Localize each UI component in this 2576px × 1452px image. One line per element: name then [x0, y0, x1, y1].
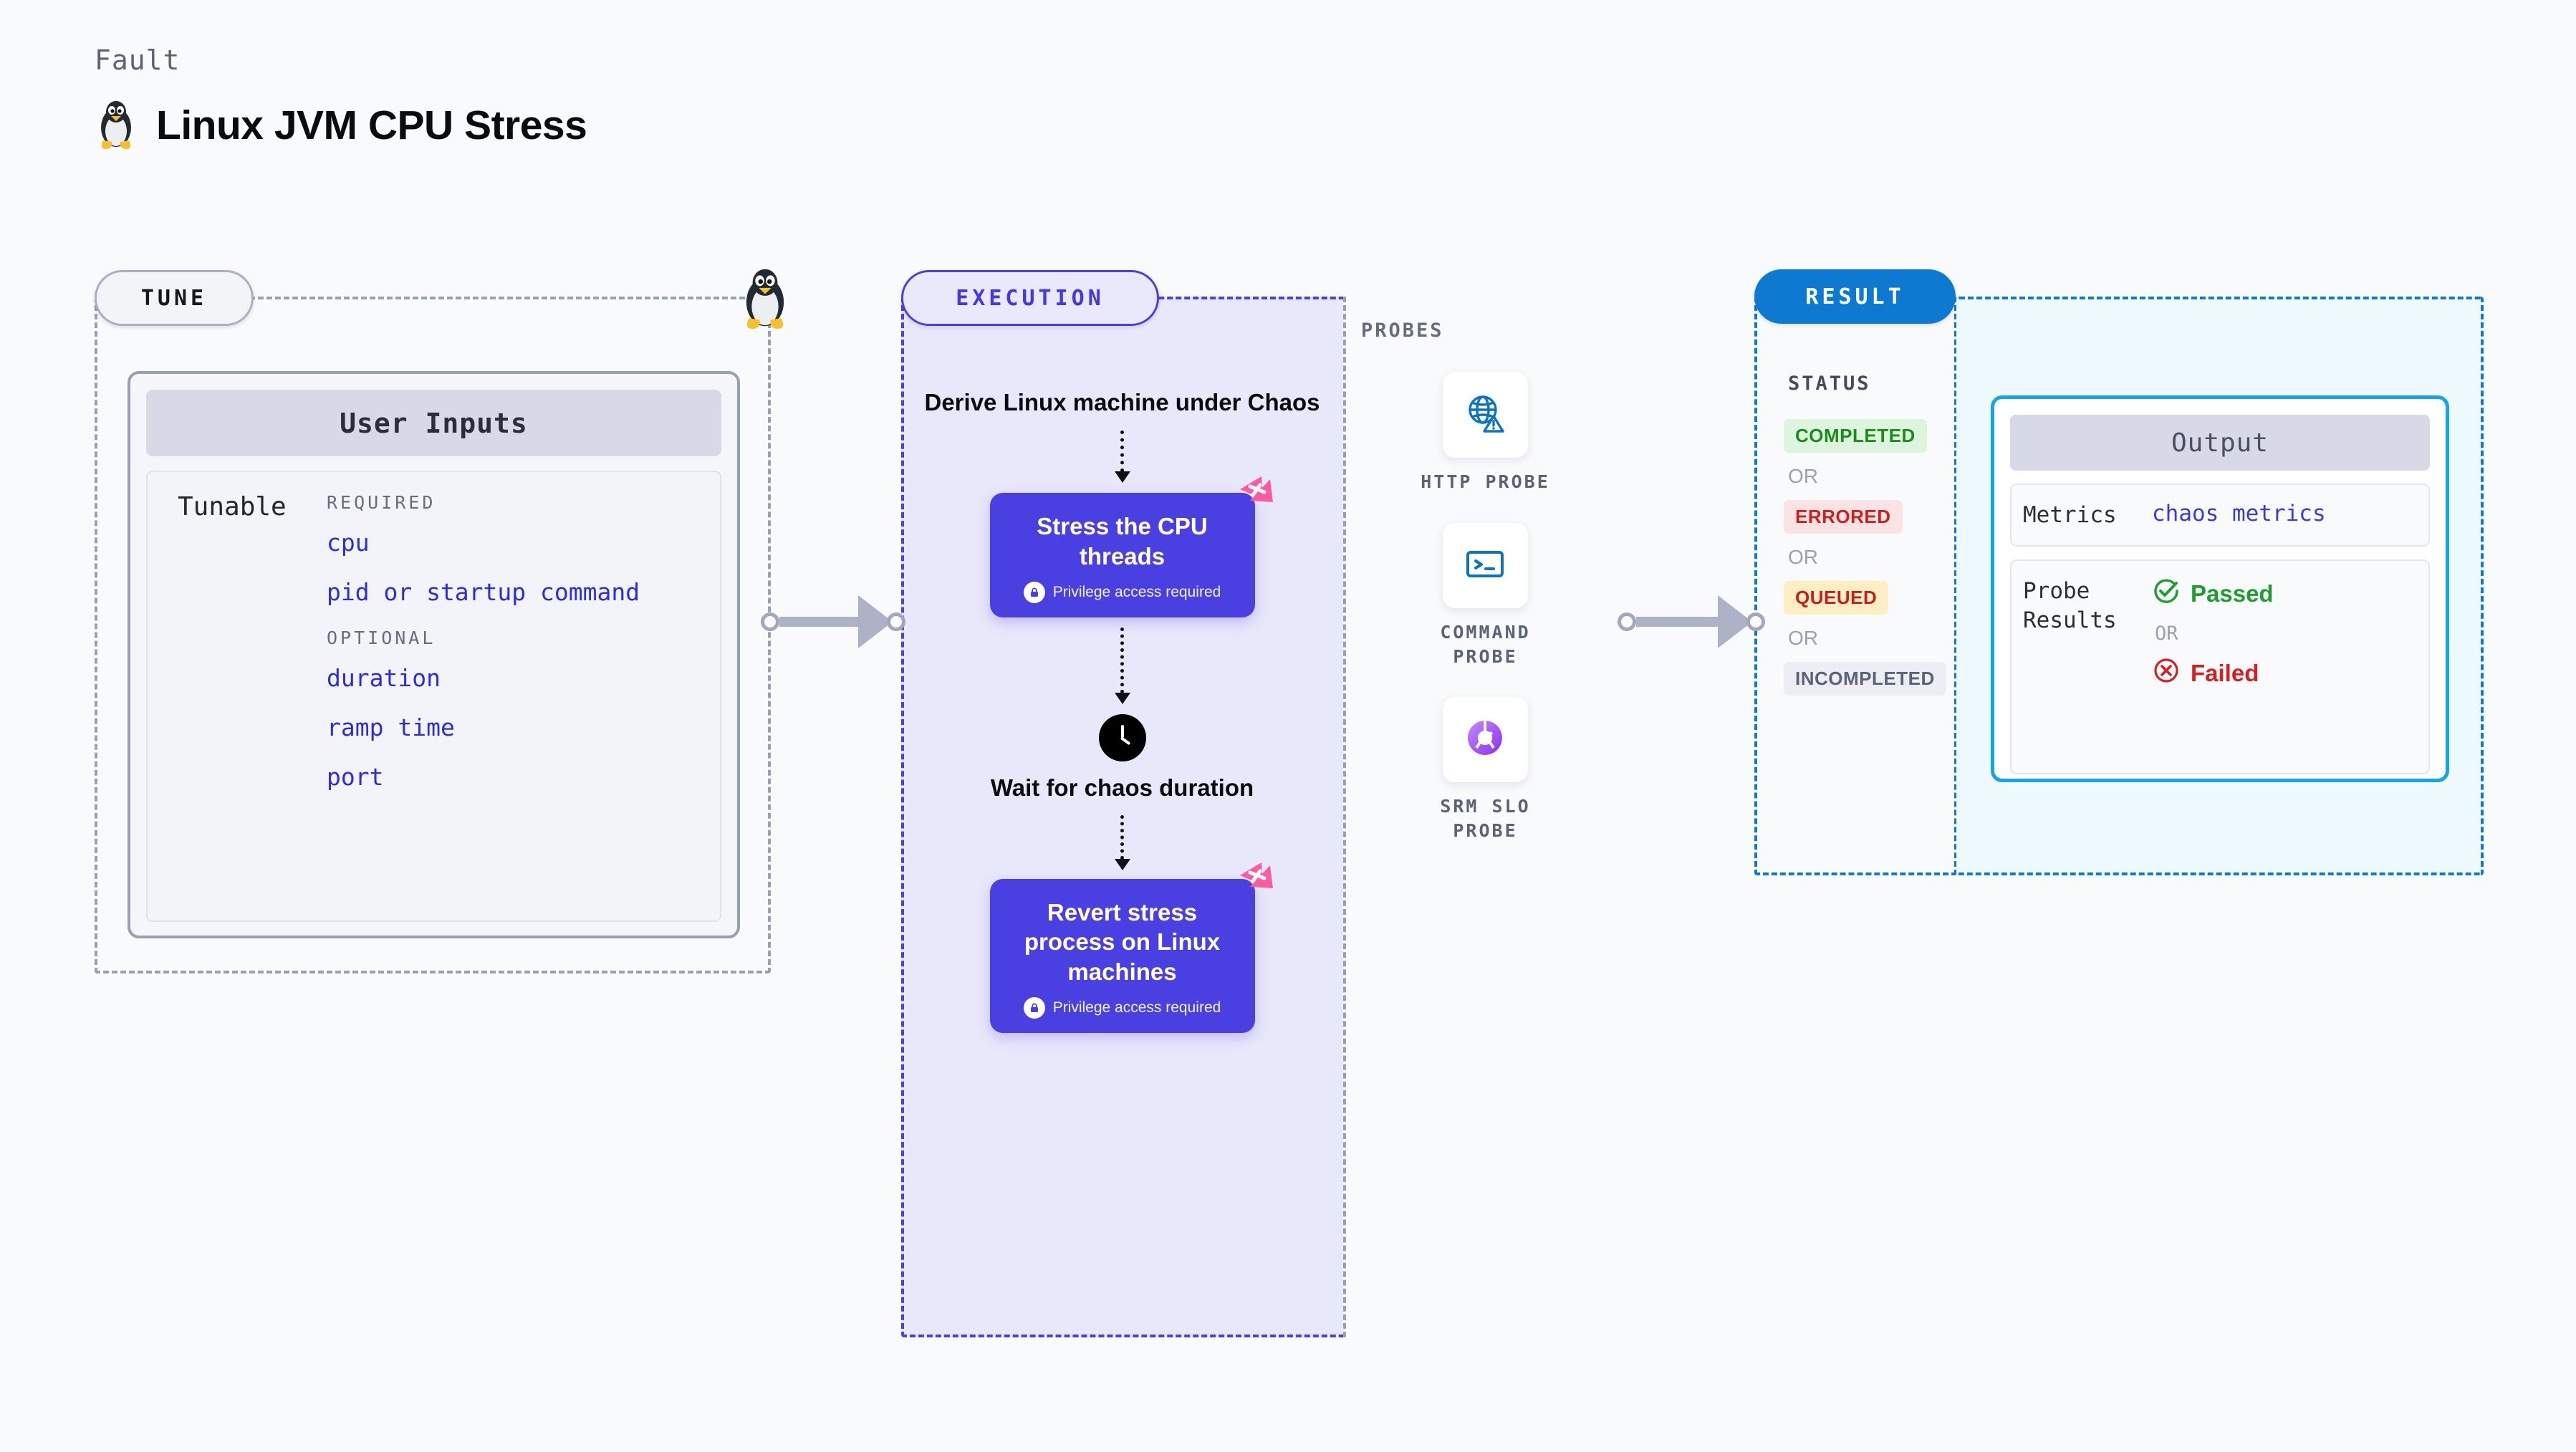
revert-stress-step[interactable]: Revert stress process on Linux machines … [989, 862, 1273, 1034]
lock-icon [1023, 997, 1045, 1019]
probe-result-failed: Failed [2152, 656, 2274, 691]
connector-shaft [779, 617, 860, 627]
connector-end-dot [887, 612, 905, 631]
probe-caption: SRM SLO PROBE [1440, 796, 1531, 841]
connector-end-dot [1746, 612, 1765, 631]
output-title: Output [2010, 415, 2430, 471]
tunable-item-cpu[interactable]: cpu [327, 529, 370, 557]
probes-list: HTTP PROBE COMMAND PROBE [1343, 372, 1628, 843]
connector-shaft [1636, 617, 1719, 627]
flow-arrow-2-icon [1114, 628, 1130, 705]
status-or-3: OR [1788, 627, 1818, 649]
failed-label: Failed [2191, 660, 2259, 687]
probe-http[interactable]: HTTP PROBE [1421, 372, 1550, 494]
slo-donut-check-icon [1462, 715, 1508, 764]
probes-panel [1343, 297, 1628, 1337]
revert-privilege-note: Privilege access required [1004, 997, 1241, 1019]
lock-icon [1023, 582, 1045, 604]
fault-kicker: Fault [95, 44, 181, 76]
metrics-value[interactable]: chaos metrics [2152, 501, 2326, 527]
globe-warning-icon [1462, 390, 1508, 440]
stress-privilege-note: Privilege access required [1004, 582, 1241, 604]
clock-icon [1098, 714, 1146, 762]
connector-start-dot [761, 612, 779, 631]
execution-section-label: EXECUTION [901, 270, 1159, 326]
stress-cpu-step[interactable]: Stress the CPU threads Privilege access … [989, 476, 1273, 618]
probe-results-key: Probe Results [2023, 578, 2117, 633]
probe-results-values: Passed OR Failed [2152, 577, 2274, 691]
stress-cpu-step-title: Stress the CPU threads [1037, 513, 1208, 569]
probe-results-row: Probe Results Passed OR [2010, 559, 2430, 775]
probe-srm-slo[interactable]: SRM SLO PROBE [1440, 697, 1530, 843]
probe-tile [1442, 522, 1528, 608]
harness-logo-icon [1233, 471, 1277, 515]
tune-section-label: TUNE [95, 270, 254, 326]
revert-stress-step-title: Revert stress process on Linux machines [1024, 898, 1221, 985]
status-badge-errored: ERRORED [1784, 500, 1903, 534]
probes-section-label: PROBES [1361, 319, 1444, 342]
connector-tune-to-execution [761, 595, 913, 648]
probe-caption: HTTP PROBE [1421, 471, 1550, 492]
page-header: Fault Linux JVM CPU Stress [95, 44, 587, 152]
connector-start-dot [1618, 612, 1636, 631]
probe-tile [1442, 697, 1528, 783]
tunable-body: Tunable REQUIRED cpu pid or startup comm… [146, 471, 721, 922]
wait-step-label: Wait for chaos duration [990, 774, 1254, 802]
result-section-label: RESULT [1754, 269, 1956, 324]
tune-panel [95, 297, 771, 973]
probe-command[interactable]: COMMAND PROBE [1440, 522, 1531, 669]
terminal-prompt-icon [1462, 541, 1508, 590]
optional-heading: OPTIONAL [327, 628, 436, 648]
harness-logo-icon [1233, 857, 1277, 901]
status-badge-completed: COMPLETED [1784, 419, 1927, 453]
status-badge-queued: QUEUED [1784, 581, 1889, 615]
metrics-row: Metrics chaos metrics [2010, 484, 2430, 547]
tunable-lists: REQUIRED cpu pid or startup command OPTI… [327, 492, 720, 920]
derive-step-label: Derive Linux machine under Chaos [924, 389, 1320, 415]
connector-execution-to-result [1618, 595, 1774, 648]
required-heading: REQUIRED [327, 492, 436, 513]
probe-caption: COMMAND PROBE [1440, 621, 1531, 667]
page-title: Linux JVM CPU Stress [156, 102, 587, 148]
stress-privilege-text: Privilege access required [1052, 584, 1221, 601]
execution-flow: Derive Linux machine under Chaos Stress … [901, 297, 1343, 1337]
probe-tile [1442, 372, 1528, 458]
tunable-item-duration[interactable]: duration [327, 664, 441, 692]
tux-penguin-icon [95, 99, 138, 152]
x-circle-icon [2152, 656, 2181, 691]
tunable-item-pid-or-startup-command[interactable]: pid or startup command [327, 578, 640, 606]
tunable-item-port[interactable]: port [327, 763, 384, 791]
tux-penguin-marker-icon [738, 266, 792, 332]
metrics-key: Metrics [2023, 502, 2117, 528]
flow-arrow-1-icon [1114, 431, 1130, 484]
probe-result-passed: Passed [2152, 577, 2274, 611]
check-circle-icon [2152, 577, 2181, 611]
title-row: Linux JVM CPU Stress [95, 99, 587, 152]
status-or-1: OR [1788, 465, 1818, 487]
flow-arrow-3-icon [1114, 814, 1130, 870]
user-inputs-title: User Inputs [146, 390, 721, 456]
user-inputs-card: User Inputs Tunable REQUIRED cpu pid or … [128, 371, 740, 938]
probe-result-or: OR [2155, 622, 2178, 645]
tunable-item-ramp-time[interactable]: ramp time [327, 713, 455, 741]
status-heading: STATUS [1788, 372, 1871, 395]
output-card: Output Metrics chaos metrics Probe Resul… [1991, 395, 2449, 782]
revert-privilege-text: Privilege access required [1052, 999, 1221, 1016]
status-badge-incompleted: INCOMPLETED [1784, 662, 1946, 696]
status-or-2: OR [1788, 546, 1818, 568]
tunable-label: Tunable [178, 492, 287, 521]
status-stack: COMPLETED OR ERRORED OR QUEUED OR INCOMP… [1784, 413, 1948, 702]
passed-label: Passed [2191, 580, 2274, 607]
